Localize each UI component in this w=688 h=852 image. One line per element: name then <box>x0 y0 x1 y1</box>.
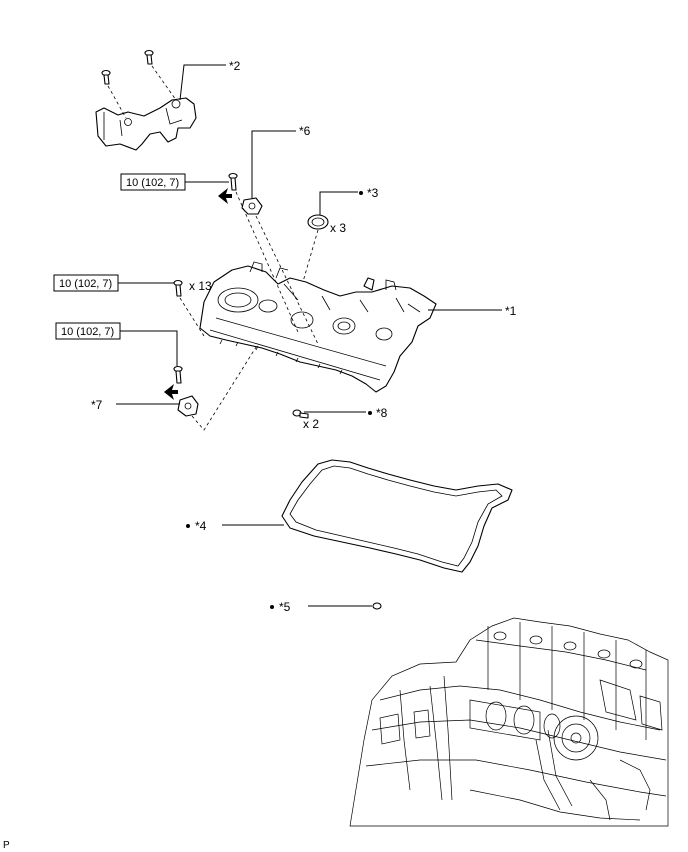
arrow-icon <box>218 188 232 204</box>
bullet-icon <box>368 411 372 415</box>
qty-bolts: x 13 <box>189 279 212 293</box>
callout-2: *2 <box>229 59 241 73</box>
torque-upper: 10 (102, 7) <box>126 177 179 189</box>
bracket-bolt-left <box>101 69 111 85</box>
harness-bracket <box>95 97 197 151</box>
footer-code: P <box>3 840 10 851</box>
bullet-icon <box>359 191 363 195</box>
bullet-icon <box>270 605 274 609</box>
callout-7: *7 <box>91 398 103 412</box>
head-cover-gasket <box>281 459 513 573</box>
sensor-lower <box>173 365 199 417</box>
torque-bolts: 10 (102, 7) <box>59 278 112 290</box>
engine-assembly <box>349 617 669 827</box>
plug-tube-gasket <box>307 214 329 230</box>
callout-5: *5 <box>279 600 291 614</box>
callout-1: *1 <box>505 304 517 318</box>
arrow-icon <box>164 384 178 400</box>
callout-8: *8 <box>376 406 388 420</box>
bullet-icon <box>186 524 190 528</box>
qty-8: x 2 <box>303 417 319 431</box>
cylinder-head-cover <box>199 261 437 393</box>
callout-4: *4 <box>195 519 207 533</box>
callout-3: *3 <box>367 186 379 200</box>
sensor-upper <box>228 172 263 215</box>
callout-6: *6 <box>299 124 311 138</box>
cover-bolt <box>173 279 183 297</box>
torque-lower: 10 (102, 7) <box>61 326 114 338</box>
seal-packing <box>372 602 382 610</box>
bracket-bolt-right <box>144 49 154 65</box>
small-seal <box>292 409 309 419</box>
qty-3: x 3 <box>330 221 346 235</box>
